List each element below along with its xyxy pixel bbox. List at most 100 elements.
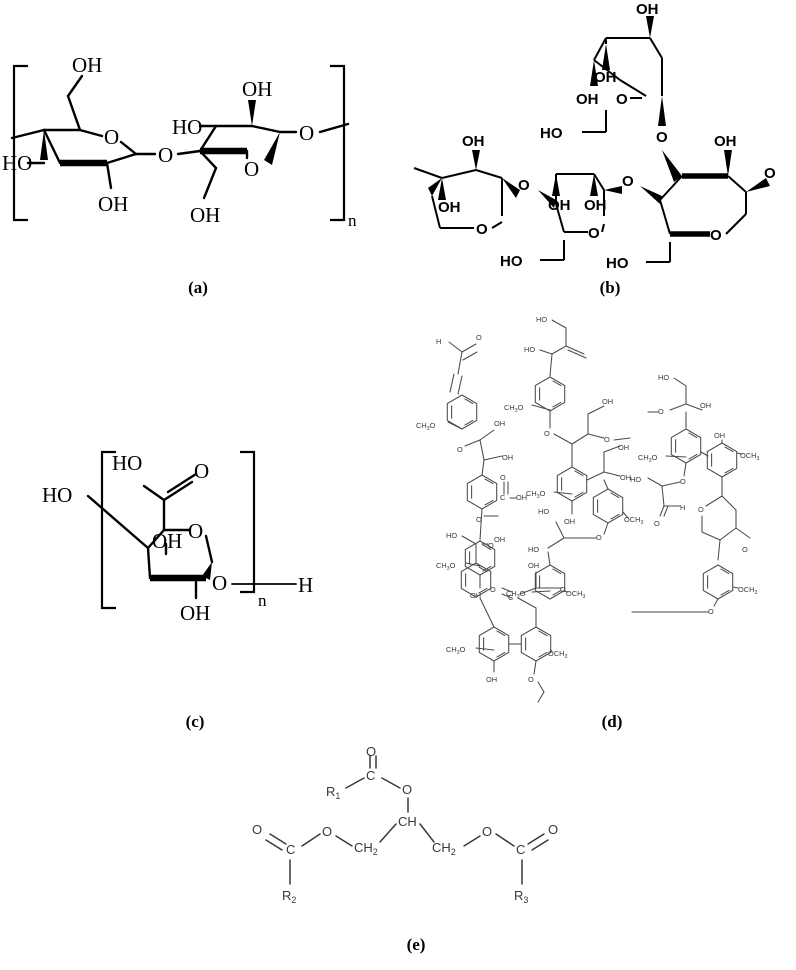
- lignin-ether-o-2: O: [476, 515, 482, 524]
- lignin-ch3o-3: CH3O: [504, 403, 524, 414]
- lignin-bond-c7: [549, 353, 553, 377]
- lignin-unit-right: HO OH O CH3O O HO O: [630, 373, 759, 616]
- lignin-bond-c27: [555, 521, 565, 539]
- lignin-bond-r4: [669, 403, 687, 411]
- branch-ring-bottom: [619, 79, 647, 97]
- lignin-bond-r22: [721, 495, 737, 511]
- pectin-bond-c-o-double-b: [166, 472, 198, 494]
- lignin-bond-l7: [447, 421, 463, 430]
- lignin-bond-r9: [661, 481, 681, 487]
- lignin-o-c2: O: [604, 435, 610, 444]
- ester3-bond-c-o-a: [527, 833, 545, 845]
- glycerol-ch2-right: CH2: [432, 840, 456, 857]
- ring2-ho-label: HO: [172, 115, 202, 139]
- link-wedge-2b: [640, 186, 662, 204]
- lignin-bond-r13: [663, 505, 669, 517]
- lignin-aldehyde-o: O: [476, 333, 482, 342]
- lignin-bond-l17: [479, 508, 483, 541]
- lignin-bond-c17: [553, 491, 573, 495]
- lignin-bond-l4: [457, 351, 463, 375]
- lignin-bond-ll8: [537, 691, 545, 703]
- lignin-bond-ll6: [533, 660, 537, 675]
- panel-a-cellulose: n O OH HO OH: [0, 8, 398, 268]
- branch-oh-mid-wedge: [602, 44, 610, 70]
- lignin-o-c3: O: [596, 533, 602, 542]
- lignin-bond-r8: [683, 462, 687, 477]
- ester1-bond-o-c: [381, 777, 401, 789]
- lignin-bond-r28: [713, 598, 719, 607]
- lignin-ho-r1: HO: [658, 373, 669, 382]
- ester1-bond-c-r: [345, 777, 365, 789]
- lignin-aldehyde-h: H: [436, 337, 441, 346]
- branch-ring-left-upper: [593, 37, 607, 61]
- lignin-oh-ml1: OH: [494, 535, 505, 544]
- polymer-bracket-right: [330, 64, 346, 222]
- pectin-bond-ho-c4: [86, 494, 150, 550]
- lignin-bond-r11: [661, 485, 665, 507]
- glycerol-ch-label: CH: [398, 814, 417, 829]
- ring-b2-oh-b: OH: [584, 197, 607, 214]
- ring-b1-oh-wedge: [472, 150, 480, 170]
- lignin-ring-2: [466, 474, 498, 510]
- ring2-bond-c6: [202, 166, 218, 200]
- lignin-o-r6: O: [708, 607, 714, 616]
- lignin-bond-l5: [449, 373, 455, 393]
- lignin-bond-r3: [685, 403, 703, 411]
- ring-b1-tail-wedge: [428, 178, 442, 196]
- lignin-ho-c2: HO: [524, 345, 535, 354]
- lignin-o-r3: O: [654, 519, 660, 528]
- ring-b2-link-wedge: [604, 186, 622, 194]
- branch-bridge-oxygen: O: [656, 129, 668, 146]
- branch-oh-low-wedge: [590, 60, 598, 86]
- ring2-bond-c4-c5: [198, 124, 218, 153]
- ring-b1-oh-mid-wedge: [438, 178, 446, 200]
- lignin-bond-c15: [613, 437, 631, 441]
- ester3-carbonyl-oxygen: O: [548, 822, 558, 837]
- ring1-bond-o5-c1: [119, 140, 138, 156]
- ring1-bond-c2-c1: [105, 152, 138, 165]
- branch-bridge-wedge: [662, 150, 682, 182]
- pectin-bond-o5-c1: [204, 534, 214, 564]
- lignin-oh-c4: OH: [620, 473, 631, 482]
- ring1-bond-c4-c3: [42, 128, 62, 165]
- lignin-ho-c3: HO: [538, 507, 549, 516]
- lignin-oh-c3: OH: [618, 443, 629, 452]
- lignin-ch3o-ll1: CH3O: [446, 645, 466, 656]
- lignin-ring-6: [592, 488, 624, 524]
- repeat-subscript-n: n: [348, 211, 357, 230]
- hemicellulose-structure: O OH OH OH HO O: [413, 1, 776, 272]
- lignin-bond-r25: [735, 527, 751, 539]
- ring-b2-oh-a: OH: [548, 197, 571, 214]
- ring-b3-left-upper: [659, 175, 683, 201]
- lignin-bond-c25: [603, 522, 609, 535]
- glycosidic-oxygen-label: O: [158, 143, 173, 167]
- glycerol-ch2-left: CH2: [354, 840, 378, 857]
- chain-bond-right-tail: [318, 122, 350, 134]
- lignin-oh-1: OH: [494, 419, 505, 428]
- lignin-o-ll1: O: [528, 675, 534, 684]
- lignin-bond-l8: [464, 439, 481, 447]
- branch-ring-oxygen: O: [616, 91, 628, 108]
- ring-b3-terminal-wedge: [746, 178, 770, 192]
- lignin-oh-c1: OH: [602, 397, 613, 406]
- lignin-bond-r24: [719, 527, 737, 541]
- ring-b2-oh-wedge-b: [590, 174, 598, 196]
- panel-d-lignin: H O CH3O O OH OH O: [416, 300, 796, 710]
- ester2-oxygen: O: [322, 824, 332, 839]
- lignin-och3-ll1: OCH3: [548, 649, 567, 660]
- lignin-bond-c28: [547, 537, 565, 549]
- lignin-bond-ll5: [550, 649, 553, 653]
- pectin-carbonyl-o: O: [194, 459, 209, 483]
- lignin-bond-c24: [622, 511, 629, 519]
- pectin-glycosidic-oxygen: O: [212, 571, 227, 595]
- branch-oh-top-label: OH: [636, 1, 659, 18]
- lignin-bond-ll10: [517, 597, 537, 609]
- lignin-bond-c21: [603, 445, 621, 453]
- lignin-ring-9: [706, 442, 738, 478]
- ring-b1-oh-mid: OH: [438, 199, 461, 216]
- ring1-ch2oh-label: OH: [72, 53, 102, 77]
- lignin-o-r4: O: [698, 505, 704, 514]
- lignin-ring-4: [534, 376, 566, 412]
- ester2-carbonyl-oxygen: O: [252, 822, 262, 837]
- pectin-bond-c4-c3: [146, 546, 152, 580]
